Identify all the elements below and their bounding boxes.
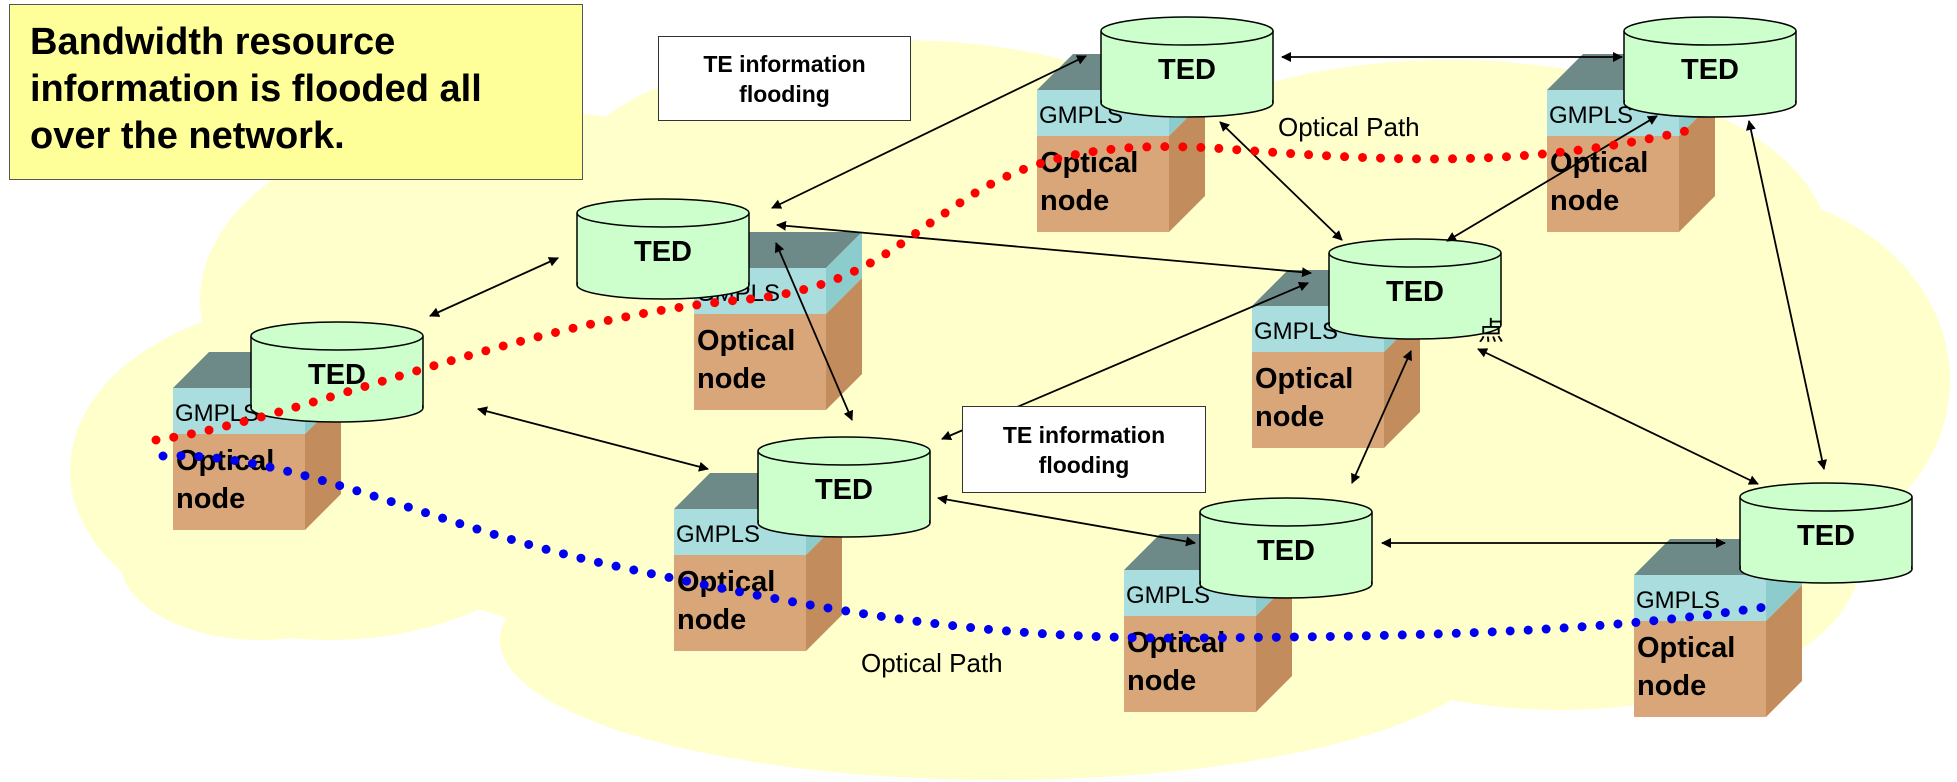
optical-path-blue xyxy=(158,451,1783,643)
ted-database-u4: TED xyxy=(1623,16,1797,118)
ted-database-u1: TED xyxy=(250,321,424,423)
gmpls-label: GMPLS xyxy=(1126,582,1210,609)
optical-node-label: node xyxy=(1040,185,1109,217)
flooding-arrow xyxy=(1477,348,1759,485)
gmpls-label: GMPLS xyxy=(1636,587,1720,614)
te-flooding-label-1: TE information flooding xyxy=(658,36,911,121)
ted-label: TED xyxy=(1797,520,1855,552)
ted-label: TED xyxy=(815,474,873,506)
optical-node-label: node xyxy=(1550,185,1619,217)
ted-label: TED xyxy=(308,359,366,391)
ted-top xyxy=(576,198,750,228)
node-body xyxy=(1124,616,1256,712)
node-side-face xyxy=(1256,580,1292,712)
optical-node-label: node xyxy=(677,604,746,636)
gmpls-label: GMPLS xyxy=(1549,102,1633,129)
flooding-arrow xyxy=(1446,115,1658,242)
gmpls-label: GMPLS xyxy=(1254,318,1338,345)
ted-database-u3: TED xyxy=(1100,16,1274,118)
ted-top xyxy=(757,436,931,466)
optical-node-label: Optical xyxy=(1127,627,1225,659)
ted-label: TED xyxy=(1158,54,1216,86)
flooding-arrow xyxy=(1746,120,1827,470)
optical-node-label: Optical xyxy=(1637,632,1735,664)
optical-path-red xyxy=(151,125,1695,445)
ted-top xyxy=(1328,238,1502,268)
optical-node-label: node xyxy=(697,363,766,395)
node-body xyxy=(674,555,806,651)
optical-node-label: Optical xyxy=(1255,363,1353,395)
node-body xyxy=(1634,621,1766,717)
flooding-arrow xyxy=(774,242,854,421)
ted-database-u2: TED xyxy=(576,198,750,300)
optical-node-label: node xyxy=(1637,670,1706,702)
flooding-arrow xyxy=(776,220,1312,278)
ted-top xyxy=(1100,16,1274,46)
te-flooding-label-2: TE information flooding xyxy=(962,406,1206,493)
flooding-arrow xyxy=(477,406,709,472)
gmpls-label: GMPLS xyxy=(676,521,760,548)
ted-top xyxy=(1739,482,1913,512)
ted-label: TED xyxy=(1257,535,1315,567)
ted-top xyxy=(1199,497,1373,527)
node-side-face xyxy=(305,398,341,530)
optical-paths xyxy=(151,125,1783,643)
optical-path-label-top: Optical Path xyxy=(1278,112,1420,142)
flooding-arrow xyxy=(1219,121,1343,241)
callout-note: Bandwidth resource information is floode… xyxy=(9,4,583,180)
optical-node-label: node xyxy=(176,483,245,515)
optical-node-label: Optical xyxy=(697,325,795,357)
optical-node-label: node xyxy=(1127,665,1196,697)
ted-label: TED xyxy=(1681,54,1739,86)
flooding-arrows xyxy=(429,52,1827,548)
ted-database-u6: TED xyxy=(757,436,931,538)
node-body xyxy=(173,434,305,530)
partial-glyph: 点 xyxy=(1478,316,1504,346)
ted-database-u7: TED xyxy=(1199,497,1373,599)
flooding-arrow xyxy=(429,257,559,317)
ted-top xyxy=(250,321,424,351)
ted-database-u5: TED xyxy=(1328,238,1502,340)
optical-node-label: Optical xyxy=(176,445,274,477)
optical-node-label: node xyxy=(1255,401,1324,433)
flooding-arrow xyxy=(937,494,1196,547)
ted-label: TED xyxy=(1386,276,1444,308)
units-layer: GMPLSOpticalnodeGMPLSOpticalnodeGMPLSOpt… xyxy=(173,16,1913,717)
ted-top xyxy=(1623,16,1797,46)
ted-database-u8: TED xyxy=(1739,482,1913,584)
optical-path-label-bottom: Optical Path xyxy=(861,648,1003,678)
node-side-face xyxy=(1766,585,1802,717)
flooding-arrow xyxy=(1351,350,1412,484)
ted-label: TED xyxy=(634,236,692,268)
node-side-face xyxy=(806,519,842,651)
flooding-arrow xyxy=(771,55,1087,209)
node-side-face xyxy=(1169,100,1205,232)
